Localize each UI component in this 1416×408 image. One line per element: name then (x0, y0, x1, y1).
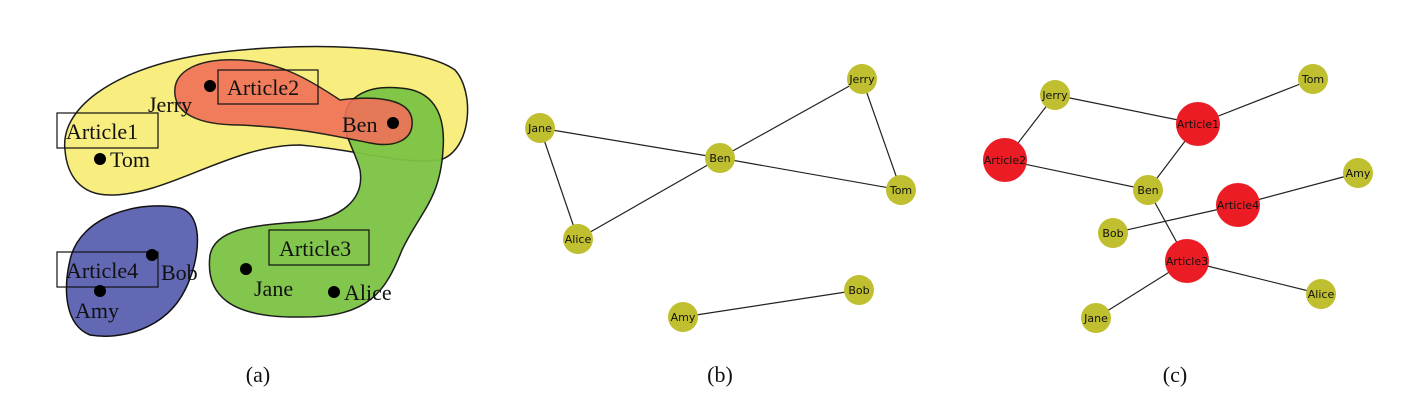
c-node-tom (1298, 64, 1328, 94)
b-node-tom (886, 175, 916, 205)
article2-label: Article2 (227, 75, 299, 100)
caption-a: (a) (246, 362, 270, 387)
article4-region (65, 205, 199, 337)
c-node-ben (1133, 175, 1163, 205)
panel-a-hypergraph: Article1 Article2 Article3 Article4 Jerr… (56, 45, 469, 337)
caption-c: (c) (1163, 362, 1187, 387)
b-edge-alice-ben (577, 157, 721, 240)
c-node-label-article1: Article1 (1177, 118, 1219, 131)
person-label-jerry: Jerry (148, 92, 192, 117)
person-dot-amy (94, 285, 106, 297)
c-node-label-bob: Bob (1102, 227, 1123, 240)
b-node-bob (844, 275, 874, 305)
person-dot-ben (387, 117, 399, 129)
c-node-alice (1306, 279, 1336, 309)
c-node-article2 (983, 138, 1027, 182)
c-node-label-alice: Alice (1308, 288, 1335, 301)
b-node-label-jane: Jane (527, 122, 552, 135)
article1-box (56, 112, 159, 149)
b-edge-ben-tom (719, 157, 902, 191)
b-node-amy (668, 302, 698, 332)
person-label-amy: Amy (75, 298, 119, 323)
c-node-label-jerry: Jerry (1041, 89, 1068, 102)
b-node-ben (705, 143, 735, 173)
b-node-jane (525, 113, 555, 143)
c-node-label-tom: Tom (1301, 73, 1324, 86)
c-node-label-jane: Jane (1083, 312, 1108, 325)
caption-b: (b) (707, 362, 733, 387)
article4-box (56, 251, 159, 288)
c-node-article3 (1165, 239, 1209, 283)
b-node-label-amy: Amy (671, 311, 696, 324)
c-edge-article3-alice (1186, 260, 1322, 295)
b-node-alice (563, 224, 593, 254)
article3-box (268, 229, 370, 266)
c-edge-article2-ben (1004, 159, 1149, 191)
article2-box (217, 69, 319, 105)
person-label-jane: Jane (254, 276, 293, 301)
b-node-jerry (847, 64, 877, 94)
b-edge-jerry-tom (861, 78, 902, 191)
c-node-label-amy: Amy (1346, 167, 1371, 180)
article3-label: Article3 (279, 236, 351, 261)
c-node-jane (1081, 303, 1111, 333)
article4-label: Article4 (66, 258, 138, 283)
person-dot-tom (94, 153, 106, 165)
person-dot-jane (240, 263, 252, 275)
person-label-alice: Alice (344, 280, 392, 305)
c-node-article1 (1176, 102, 1220, 146)
c-node-article4 (1216, 183, 1260, 227)
c-node-label-article3: Article3 (1166, 255, 1208, 268)
b-edge-jane-alice (539, 127, 579, 240)
c-node-amy (1343, 158, 1373, 188)
person-dot-bob (146, 249, 158, 261)
person-dot-alice (328, 286, 340, 298)
b-edge-amy-bob (682, 289, 860, 318)
c-edge-jerry-article1 (1054, 94, 1199, 125)
person-label-ben: Ben (342, 112, 377, 137)
person-label-bob: Bob (161, 260, 198, 285)
article2-region (174, 59, 413, 146)
c-node-label-article4: Article4 (1217, 199, 1259, 212)
person-dot-jerry (204, 80, 216, 92)
article1-label: Article1 (66, 119, 138, 144)
c-node-bob (1098, 218, 1128, 248)
c-node-label-article2: Article2 (984, 154, 1026, 167)
b-node-label-tom: Tom (889, 184, 912, 197)
b-edge-ben-jerry (719, 78, 863, 159)
c-node-label-ben: Ben (1137, 184, 1158, 197)
b-edge-jane-ben (539, 127, 721, 159)
b-node-label-alice: Alice (565, 233, 592, 246)
b-node-label-ben: Ben (709, 152, 730, 165)
c-node-jerry (1040, 80, 1070, 110)
b-node-label-jerry: Jerry (848, 73, 875, 86)
person-label-tom: Tom (110, 147, 150, 172)
b-node-label-bob: Bob (848, 284, 869, 297)
